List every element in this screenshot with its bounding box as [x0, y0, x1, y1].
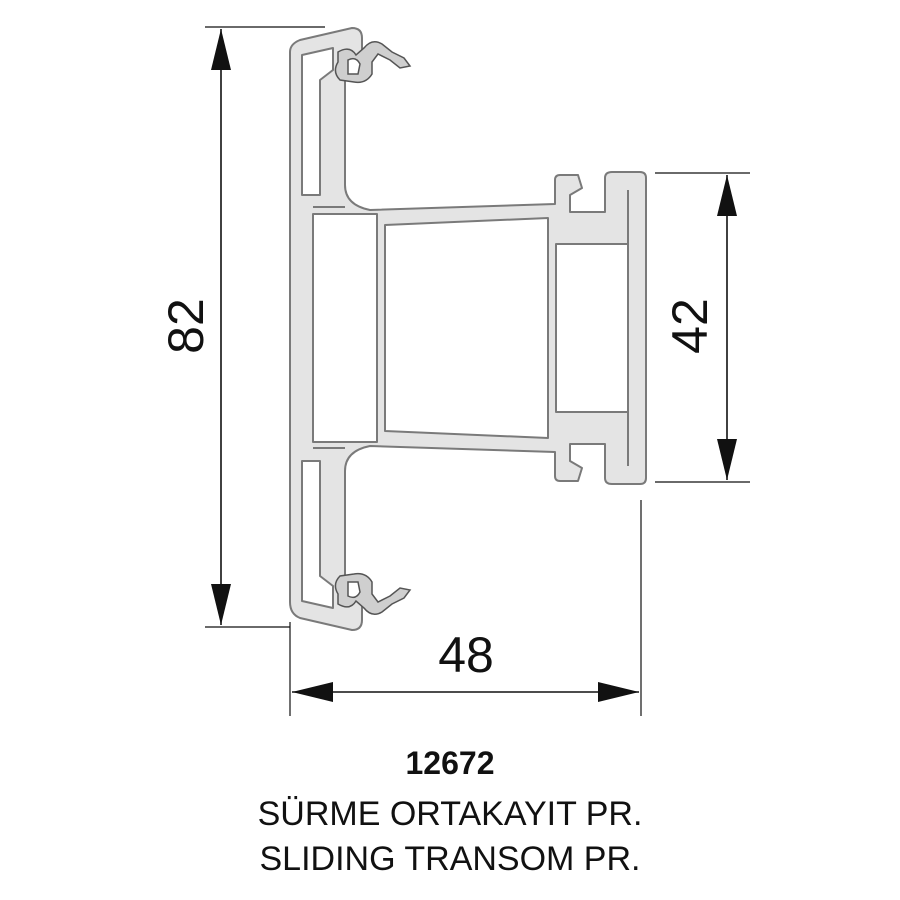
dimension-line-42 — [717, 175, 737, 480]
profile-section — [289, 27, 647, 631]
dimension-text-42: 42 — [662, 298, 718, 354]
extension-lines — [205, 26, 750, 716]
dimension-line-48 — [292, 682, 639, 702]
gasket-top — [334, 41, 412, 84]
product-name-en: SLIDING TRANSOM PR. — [259, 840, 641, 878]
center-chamber-left — [312, 213, 378, 443]
left-chamber-bottom — [301, 460, 334, 609]
dimension-text-48: 48 — [438, 627, 494, 683]
product-name-tr: SÜRME ORTAKAYIT PR. — [257, 795, 643, 833]
gasket-bottom — [334, 572, 412, 615]
center-chamber-right — [555, 243, 629, 413]
product-code: 12672 — [405, 745, 495, 781]
dimension-line-82 — [211, 29, 231, 625]
left-chamber-top — [301, 47, 334, 196]
dimension-text-82: 82 — [158, 298, 214, 354]
center-chamber-middle — [384, 217, 549, 439]
